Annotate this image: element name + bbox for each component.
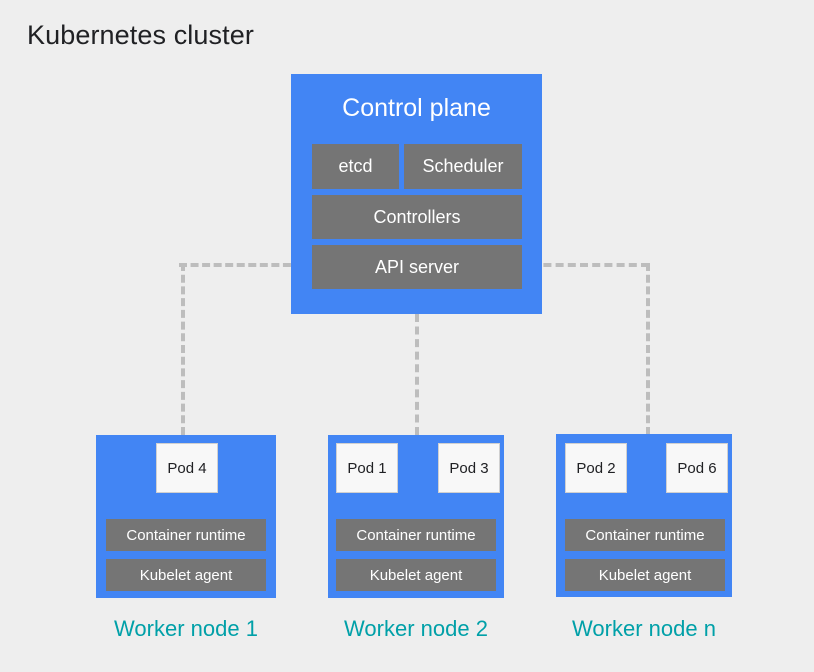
worker-node-n-container-runtime[interactable]: Container runtime (565, 519, 725, 551)
worker-node-1-container-runtime[interactable]: Container runtime (106, 519, 266, 551)
page-title: Kubernetes cluster (27, 20, 254, 50)
worker-node-2-label: Worker node 2 (344, 616, 488, 641)
worker-node-2-pod-1[interactable]: Pod 3 (438, 443, 500, 493)
control-plane-component-controllers[interactable]: Controllers (312, 195, 522, 239)
worker-node-n-pod-1[interactable]: Pod 6 (666, 443, 728, 493)
worker-node-n-label: Worker node n (572, 616, 716, 641)
control-plane-component-api-server[interactable]: API server (312, 245, 522, 289)
connector-api-to-node1-horizontal (179, 263, 314, 267)
worker-node-n-pod-0[interactable]: Pod 2 (565, 443, 627, 493)
worker-node-2-kubelet-agent[interactable]: Kubelet agent (336, 559, 496, 591)
worker-node-2-container-runtime[interactable]: Container runtime (336, 519, 496, 551)
connector-api-to-noden-vertical (646, 263, 650, 435)
control-plane-component-scheduler[interactable]: Scheduler (404, 144, 522, 189)
connector-api-to-noden-horizontal (519, 263, 649, 267)
control-plane-component-etcd[interactable]: etcd (312, 144, 399, 189)
control-plane-title: Control plane (342, 94, 491, 122)
worker-node-1-kubelet-agent[interactable]: Kubelet agent (106, 559, 266, 591)
worker-node-1-label: Worker node 1 (114, 616, 258, 641)
worker-node-2-panel: Pod 1 Pod 3 Container runtime Kubelet ag… (328, 435, 504, 598)
worker-node-2-pod-0[interactable]: Pod 1 (336, 443, 398, 493)
worker-node-1-pod-0[interactable]: Pod 4 (156, 443, 218, 493)
control-plane-panel: Control plane etcd Scheduler Controllers… (291, 74, 542, 314)
worker-node-1-panel: Pod 4 Container runtime Kubelet agent (96, 435, 276, 598)
connector-api-to-node2-vertical (415, 314, 419, 435)
connector-api-to-node1-vertical (181, 263, 185, 435)
worker-node-n-panel: Pod 2 Pod 6 Container runtime Kubelet ag… (556, 434, 732, 597)
worker-node-n-kubelet-agent[interactable]: Kubelet agent (565, 559, 725, 591)
